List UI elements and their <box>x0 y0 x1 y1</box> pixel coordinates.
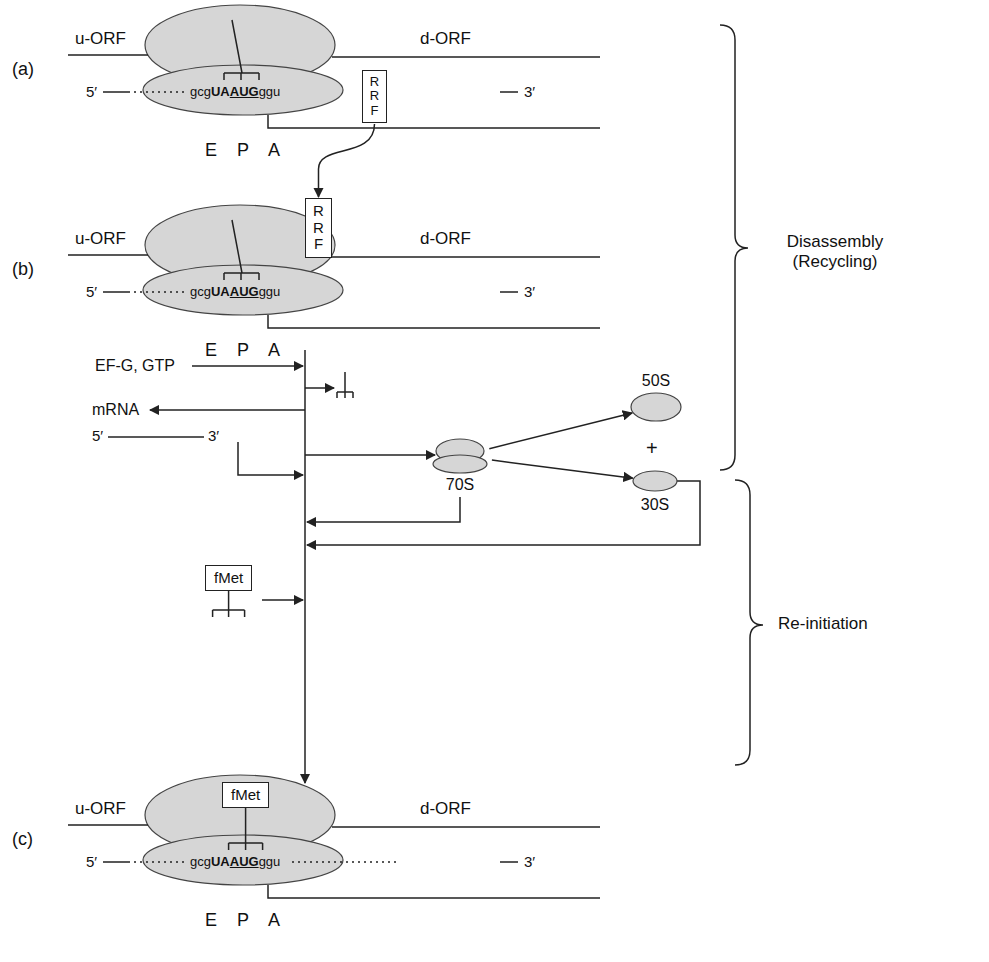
end-label: 3′ <box>524 83 535 101</box>
nucleotides: AUG <box>230 854 259 869</box>
trna-box: fMet <box>222 782 269 808</box>
end-label: 5′ <box>92 427 103 445</box>
node-text: 70S <box>446 476 474 494</box>
return-arrow <box>307 497 460 522</box>
end-label: 5′ <box>86 83 97 101</box>
return-arrow <box>238 442 303 475</box>
orf-label: u-ORF <box>75 799 126 819</box>
codon-sequence: gcgUAAUGggu <box>190 84 280 100</box>
site-label: A <box>268 140 280 162</box>
end-label: 5′ <box>86 853 97 871</box>
trna-box: fMet <box>205 565 252 591</box>
trna-symbol <box>224 220 259 280</box>
end-label: 5′ <box>86 283 97 301</box>
codon-sequence: gcgUAAUGggu <box>190 284 280 300</box>
factor-box: RRF <box>362 70 387 123</box>
ribosome-complex <box>68 775 600 898</box>
nucleotides: AUG <box>230 84 259 99</box>
nucleotides: gcg <box>190 284 211 299</box>
ribosome-complex <box>68 5 600 128</box>
subunit-shape: 50S <box>628 372 684 424</box>
site-label: P <box>237 910 249 932</box>
subunit-icon <box>630 468 680 494</box>
orf-label: d-ORF <box>420 29 471 49</box>
flow-arrow <box>319 124 375 197</box>
flow-arrow <box>489 413 632 449</box>
node-text: RRF <box>368 75 381 118</box>
orf-label: d-ORF <box>420 799 471 819</box>
panel-label: (a) <box>12 59 34 81</box>
trna-symbol <box>229 808 263 850</box>
curly-bracket <box>735 480 763 765</box>
curly-bracket <box>720 25 748 470</box>
node-text: fMet <box>214 569 243 587</box>
end-label: 3′ <box>524 283 535 301</box>
subunit-ellipse <box>633 471 677 491</box>
mrna-dots <box>134 291 186 293</box>
subunit-ellipse <box>631 393 681 421</box>
small-subunit <box>433 455 487 473</box>
end-label: 3′ <box>524 853 535 871</box>
nucleotides: ggu <box>259 84 281 99</box>
nucleotides: UA <box>211 84 230 99</box>
nucleotides: ggu <box>259 284 281 299</box>
trna-symbol <box>337 372 353 398</box>
flow-line <box>304 350 306 783</box>
nucleotides: UA <box>211 854 230 869</box>
release-arrow <box>150 409 305 411</box>
subunit-shape: 30S <box>630 468 680 514</box>
site-label: A <box>268 910 280 932</box>
trna-symbol <box>224 20 259 80</box>
mrna-label: mRNA <box>92 400 139 419</box>
nucleotides: gcg <box>190 84 211 99</box>
ribosome-shape: 70S <box>425 438 495 494</box>
site-label: E <box>205 140 217 162</box>
ribosome-icon <box>425 438 495 474</box>
orf-label: d-ORF <box>420 229 471 249</box>
flow-arrow <box>492 460 633 478</box>
release-arrow <box>305 387 334 389</box>
subunit-icon <box>628 390 684 424</box>
site-label: P <box>237 140 249 162</box>
nucleotides: AUG <box>230 284 259 299</box>
nucleotides: ggu <box>259 854 281 869</box>
plus-sign: + <box>646 436 658 460</box>
input-arrow <box>192 365 303 367</box>
panel-label: (b) <box>12 259 34 281</box>
factor-box: RRF <box>305 198 332 258</box>
mrna-dots <box>134 91 186 93</box>
trna-symbol <box>213 591 245 617</box>
orf-label: u-ORF <box>75 229 126 249</box>
site-label: P <box>237 340 249 362</box>
codon-sequence: gcgUAAUGggu <box>190 854 280 870</box>
orf-lines <box>68 255 600 328</box>
mrna-strand <box>108 436 204 438</box>
orf-lines <box>68 825 600 898</box>
input-arrow <box>262 599 303 601</box>
nucleotides: gcg <box>190 854 211 869</box>
release-arrow <box>305 454 435 456</box>
factor-label: EF-G, GTP <box>95 356 175 375</box>
ribosome-complex <box>68 205 600 328</box>
panel-label: (c) <box>12 829 33 851</box>
orf-label: u-ORF <box>75 29 126 49</box>
site-label: E <box>205 340 217 362</box>
node-text: fMet <box>231 786 260 804</box>
orf-lines <box>68 55 600 128</box>
nucleotides: UA <box>211 284 230 299</box>
site-label: A <box>268 340 280 362</box>
bracket-label: Re-initiation <box>778 614 868 634</box>
end-label: 3′ <box>208 427 219 445</box>
node-text: 50S <box>642 372 670 390</box>
return-arrow <box>307 481 700 545</box>
site-label: E <box>205 910 217 932</box>
bracket-label: Disassembly (Recycling) <box>770 232 900 273</box>
node-text: RRF <box>311 203 326 253</box>
node-text: 30S <box>641 496 669 514</box>
